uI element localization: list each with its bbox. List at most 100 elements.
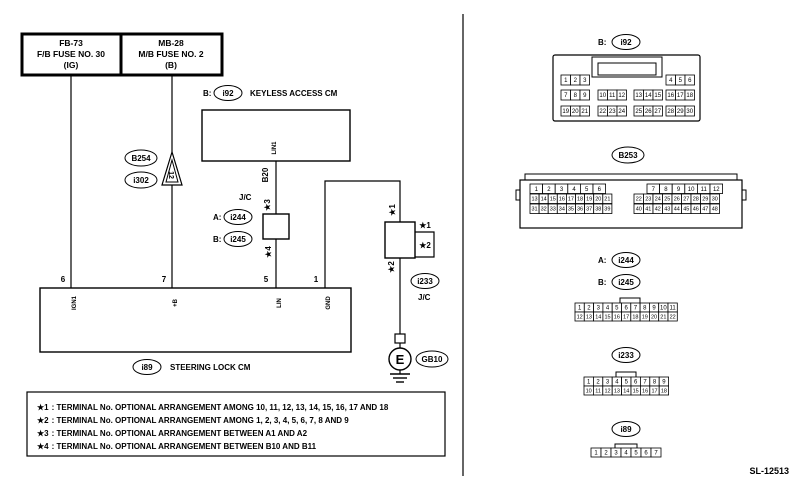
svg-text:★3: ★3 <box>263 199 272 211</box>
pin-label: 8 <box>653 380 657 386</box>
pin-label: 18 <box>661 388 667 394</box>
pin-label: 21 <box>660 314 666 320</box>
pin-label: 12 <box>577 314 583 320</box>
pin-label: 7 <box>654 451 658 457</box>
pin-label: 15 <box>604 314 610 320</box>
pin-label: 6 <box>598 187 602 193</box>
pin-label: 1 <box>594 451 598 457</box>
pin-label: 19 <box>562 109 569 115</box>
pin-label: 3 <box>560 187 564 193</box>
svg-text:MB-28: MB-28 <box>158 38 184 48</box>
pin-label: 34 <box>559 207 565 213</box>
pin-label: 16 <box>614 314 620 320</box>
fuse-mb28: MB-28 M/B FUSE NO. 2 (B) <box>138 38 203 70</box>
svg-text:i244: i244 <box>230 213 246 222</box>
notes-box: ★1: TERMINAL No. OPTIONAL ARRANGEMENT AM… <box>26 391 446 457</box>
pin-label: 1 <box>587 380 591 386</box>
pin-label: 10 <box>599 93 606 99</box>
pin-label: 45 <box>683 207 689 213</box>
svg-text:★2: ★2 <box>387 261 396 273</box>
pin-label: 4 <box>572 187 576 193</box>
pin-label: 15 <box>654 93 661 99</box>
pin-cell <box>709 203 720 214</box>
svg-text:i245: i245 <box>618 278 634 287</box>
svg-text:B:: B: <box>213 235 221 244</box>
pin-label: 25 <box>664 197 670 203</box>
pin-cell <box>709 193 720 204</box>
pin-label: 10 <box>688 187 695 193</box>
svg-text:i302: i302 <box>133 176 149 185</box>
pin-label: 9 <box>652 306 656 312</box>
svg-text:i89: i89 <box>141 363 153 372</box>
pin-cell <box>616 89 627 101</box>
pin-label: 29 <box>702 197 708 203</box>
pin-label: 4 <box>606 306 610 312</box>
pin-label: 19 <box>586 197 592 203</box>
svg-text:B254: B254 <box>131 154 151 163</box>
pin-label: 8 <box>574 93 578 99</box>
pin-label: 5 <box>585 187 589 193</box>
pin-label: 5 <box>679 78 683 84</box>
svg-text:M/B FUSE NO. 2: M/B FUSE NO. 2 <box>138 49 203 59</box>
pin-label: 2 <box>596 380 600 386</box>
pin-label: 17 <box>651 388 657 394</box>
pin-label: 15 <box>633 388 639 394</box>
pin-cell <box>658 385 670 396</box>
pin-label: 11 <box>595 388 601 394</box>
svg-text:STEERING LOCK CM: STEERING LOCK CM <box>170 363 251 372</box>
pin-label: 7 <box>634 306 638 312</box>
svg-text:B:: B: <box>203 89 211 98</box>
svg-text:F/B FUSE NO. 30: F/B FUSE NO. 30 <box>37 49 105 59</box>
svg-text:J/C: J/C <box>239 193 252 202</box>
svg-text:J/C: J/C <box>418 293 431 302</box>
pin-label: 6 <box>644 451 648 457</box>
pin-label: 31 <box>531 207 537 213</box>
svg-text:A:: A: <box>598 256 606 265</box>
pin-label: 37 <box>586 207 592 213</box>
jc-left: J/C A: i244 B: i245 ★3 ★4 <box>213 193 290 258</box>
pin-label: 17 <box>568 197 574 203</box>
pin-cell <box>592 183 607 194</box>
pin-label: 16 <box>559 197 565 203</box>
pin-label: 17 <box>677 93 684 99</box>
svg-text:★2: ★2 <box>419 241 431 250</box>
pin-label: 44 <box>674 207 680 213</box>
ground-gb10: E GB10 <box>388 333 449 383</box>
pin-label: 36 <box>577 207 583 213</box>
pin-label: 20 <box>595 197 601 203</box>
pin-label: 38 <box>595 207 601 213</box>
pin-label: 13 <box>614 388 620 394</box>
pin-label: 27 <box>654 109 661 115</box>
fuse-fb73: FB-73 F/B FUSE NO. 30 (IG) <box>37 38 105 70</box>
svg-text:i233: i233 <box>618 351 634 360</box>
pin-label: 25 <box>635 109 642 115</box>
svg-text:LIN1: LIN1 <box>272 141 278 155</box>
pin-label: 2 <box>574 78 578 84</box>
pin-label: 14 <box>541 197 547 203</box>
pin-label: 4 <box>624 451 628 457</box>
pin-label: 32 <box>541 207 547 213</box>
pin-label: 9 <box>662 380 666 386</box>
note-3: ★3: TERMINAL No. OPTIONAL ARRANGEMENT BE… <box>37 429 308 438</box>
pin-cell <box>652 105 663 117</box>
pin-label: 6 <box>634 380 638 386</box>
svg-text:(IG): (IG) <box>64 60 79 70</box>
pin-label: 26 <box>645 109 652 115</box>
pin-label: 1 <box>578 306 582 312</box>
conn-label-b254 <box>124 149 158 167</box>
pin-label: 2 <box>604 451 608 457</box>
jc-right: ★1 ★1 ★2 ★2 i233 J/C <box>384 204 440 302</box>
pin-label: 12 <box>618 93 625 99</box>
pin-cell <box>579 74 590 86</box>
svg-text:6: 6 <box>61 275 66 284</box>
pin-label: 13 <box>531 197 537 203</box>
diagram-code: SL-12513 <box>749 466 789 476</box>
pin-label: 3 <box>606 380 610 386</box>
pin-label: 24 <box>618 109 625 115</box>
pin-label: 14 <box>623 388 629 394</box>
fuse-group: FB-73 F/B FUSE NO. 30 (IG) MB-28 M/B FUS… <box>20 32 224 77</box>
pin-label: 30 <box>686 109 693 115</box>
pin-label: 12 <box>713 187 720 193</box>
pin-label: 11 <box>670 306 677 312</box>
